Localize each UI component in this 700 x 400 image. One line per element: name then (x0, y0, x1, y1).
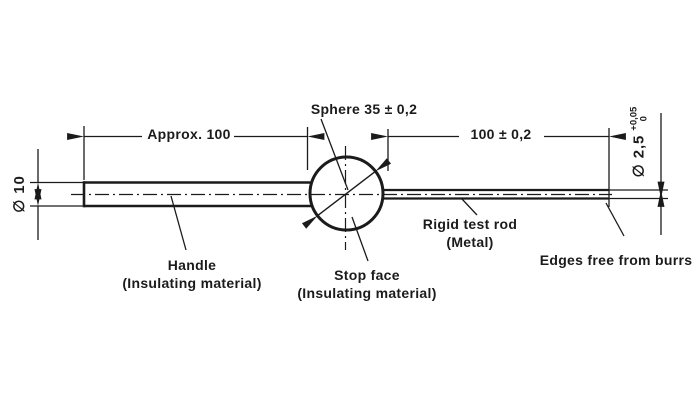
rod-diameter-tolerance: +0,05 0 (629, 107, 650, 131)
rod-diameter-value: ∅ 2,5 (630, 134, 647, 178)
leader-test-rod (461, 198, 478, 216)
stop-face-label-title: Stop face (334, 267, 400, 283)
handle-label-material: (Insulating material) (122, 275, 262, 291)
handle-diameter-dimension: ∅ 10 (11, 175, 28, 213)
handle-label-title: Handle (167, 257, 217, 273)
rod-diameter-tolerance-lower: 0 (638, 116, 649, 122)
rod-diameter-dimension: ∅ 2,5 +0,05 0 (629, 107, 650, 178)
test-rod-label-title: Rigid test rod (422, 216, 518, 232)
leader-edges (605, 202, 625, 237)
leader-sphere (320, 118, 349, 191)
test-rod-label: Rigid test rod (Metal) (423, 215, 517, 251)
stop-face-label: Stop face (Insulating material) (297, 266, 436, 302)
test-rod-outline (383, 188, 609, 200)
rod-length-dimension: 100 ± 0,2 (470, 126, 532, 142)
dimension-lines (34, 113, 665, 240)
test-rod-label-material: (Metal) (446, 234, 494, 250)
sphere-dimension-label: Sphere 35 ± 0,2 (310, 101, 418, 117)
edges-note-label: Edges free from burrs (539, 252, 693, 268)
sphere-diameter-arrow (301, 158, 392, 229)
handle-label: Handle (Insulating material) (122, 256, 261, 292)
leader-stop-face (351, 216, 369, 262)
leader-lines (170, 118, 625, 262)
handle-length-dimension: Approx. 100 (147, 126, 231, 142)
stop-face-label-material: (Insulating material) (297, 285, 437, 301)
leader-handle (170, 195, 187, 251)
handle-outline (82, 181, 312, 208)
